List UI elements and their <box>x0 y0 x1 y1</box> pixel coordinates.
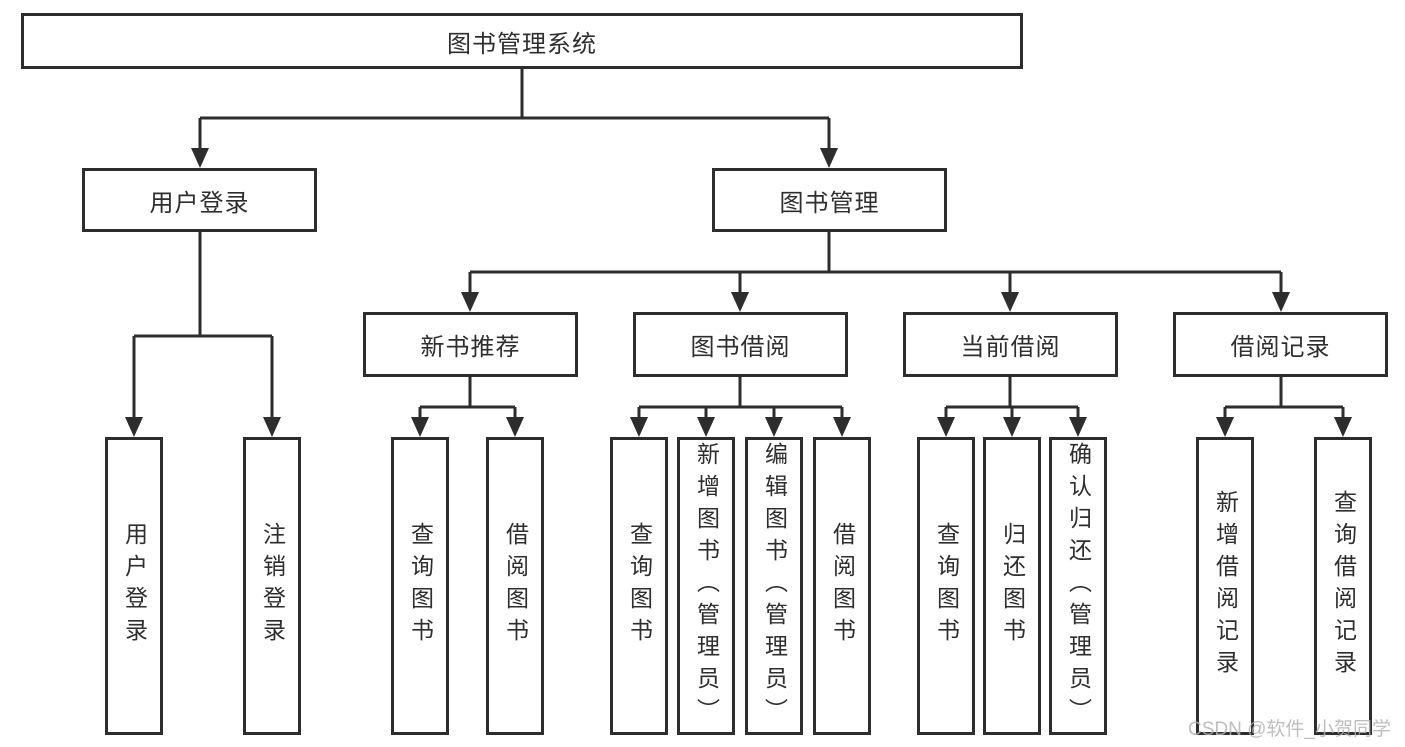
arrow-down-icon <box>191 148 209 168</box>
leaf-label: 查询图书 <box>626 522 653 650</box>
node-book-management: 图书管理 <box>712 168 947 232</box>
arrow-down-icon <box>506 417 524 437</box>
arrow-down-icon <box>1069 417 1087 437</box>
arrow-down-icon <box>461 292 479 312</box>
leaf-label: 确认归还（管理员） <box>1065 442 1092 730</box>
leaf-search-books-borrow: 查询图书 <box>610 437 668 735</box>
leaf-label: 借阅图书 <box>829 522 856 650</box>
arrowheads <box>125 148 1352 437</box>
leaf-confirm-return-admin: 确认归还（管理员） <box>1049 437 1107 735</box>
node-new-book-recommend: 新书推荐 <box>363 312 578 377</box>
arrow-down-icon <box>731 292 749 312</box>
leaf-label: 新增图书（管理员） <box>693 442 720 730</box>
arrow-down-icon <box>697 417 715 437</box>
arrow-down-icon <box>1001 292 1019 312</box>
leaf-label: 用户登录 <box>121 522 148 650</box>
leaf-logout: 注销登录 <box>243 437 301 735</box>
leaf-search-borrow-record: 查询借阅记录 <box>1314 437 1372 735</box>
leaf-return-book: 归还图书 <box>983 437 1041 735</box>
arrow-down-icon <box>125 417 143 437</box>
leaf-borrow-books: 借阅图书 <box>813 437 871 735</box>
leaf-user-login: 用户登录 <box>105 437 163 735</box>
arrow-down-icon <box>411 417 429 437</box>
leaf-label: 借阅图书 <box>502 522 529 650</box>
arrow-down-icon <box>263 417 281 437</box>
arrow-down-icon <box>1003 417 1021 437</box>
node-book-borrow: 图书借阅 <box>633 312 848 377</box>
node-root: 图书管理系统 <box>21 13 1023 69</box>
leaf-label: 查询图书 <box>407 522 434 650</box>
arrow-down-icon <box>1272 292 1290 312</box>
arrow-down-icon <box>630 417 648 437</box>
leaf-label: 编辑图书（管理员） <box>761 442 788 730</box>
leaf-label: 新增借阅记录 <box>1212 490 1239 682</box>
arrow-down-icon <box>820 148 838 168</box>
leaf-label: 查询图书 <box>933 522 960 650</box>
leaf-label: 查询借阅记录 <box>1330 490 1357 682</box>
leaf-edit-book-admin: 编辑图书（管理员） <box>745 437 803 735</box>
node-borrow-records: 借阅记录 <box>1173 312 1388 377</box>
leaf-label: 归还图书 <box>999 522 1026 650</box>
arrow-down-icon <box>937 417 955 437</box>
leaf-add-borrow-record: 新增借阅记录 <box>1196 437 1254 735</box>
node-user-login: 用户登录 <box>82 168 317 232</box>
arrow-down-icon <box>765 417 783 437</box>
leaf-label: 注销登录 <box>259 522 286 650</box>
arrow-down-icon <box>1334 417 1352 437</box>
leaf-borrow-books-recommend: 借阅图书 <box>486 437 544 735</box>
arrow-down-icon <box>833 417 851 437</box>
csdn-watermark: CSDN @软件_小贺同学 <box>1188 719 1391 740</box>
leaf-search-books-recommend: 查询图书 <box>391 437 449 735</box>
leaf-search-books-current: 查询图书 <box>917 437 975 735</box>
node-current-borrow: 当前借阅 <box>903 312 1118 377</box>
leaf-add-book-admin: 新增图书（管理员） <box>677 437 735 735</box>
arrow-down-icon <box>1216 417 1234 437</box>
